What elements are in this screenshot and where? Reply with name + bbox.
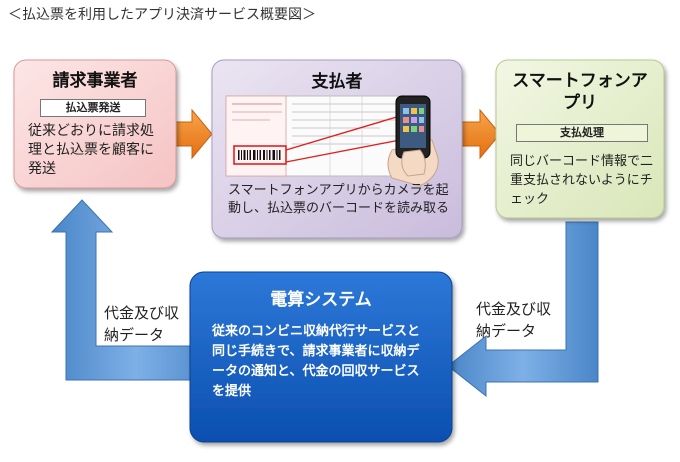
biller-box [13,59,177,189]
payer-description: スマートフォンアプリからカメラを起動し、払込票のバーコードを読み取る [228,183,450,216]
biller-description: 従来どおりに請求処理と払込票を顧客に発送 [28,123,154,177]
smartphone-icon [387,95,439,187]
scan-line-icon [285,115,401,163]
right-arrow-label: 代金及び収納データ [476,300,552,340]
system-title: 電算システム [270,290,372,310]
left-arrow-label: 代金及び収納データ [104,304,180,344]
app-title: スマートフォンアプリ [512,71,648,113]
biller-tag: 払込票発送 [40,99,146,117]
app-tag: 支払処理 [516,124,648,142]
biller-to-payer-arrow [173,108,213,160]
right-return-arrow [447,221,599,398]
biller-title: 請求事業者 [52,71,138,91]
payer-title: 支払者 [311,72,363,92]
diagram-title: ＜払込票を利用したアプリ決済サービス概要図＞ [8,7,316,23]
left-return-arrow [50,199,221,381]
system-description: 従来のコンビニ収納代行サービスと同じ手続きで、請求事業者に収納データの通知と、代… [212,324,421,399]
payer-to-app-arrow [461,108,501,160]
barcode-icon [233,145,287,165]
app-description: 同じバーコード情報で二重支払されないようにチェック [510,154,654,207]
system-box [189,271,453,443]
